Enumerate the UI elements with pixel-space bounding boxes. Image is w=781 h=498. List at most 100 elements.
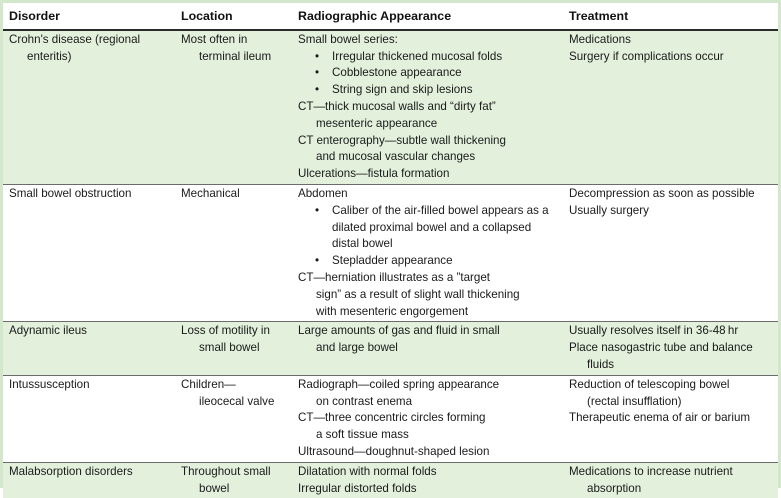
header-row: Disorder Location Radiographic Appearanc… bbox=[3, 3, 778, 31]
appearance-bullet-text: String sign and skip lesions bbox=[332, 83, 473, 97]
location-cell: Loss of motility in small bowel bbox=[175, 321, 292, 376]
location-text-line: terminal ileum bbox=[199, 49, 272, 63]
treatment-cell: Reduction of telescoping bowel (rectal in… bbox=[563, 375, 778, 463]
treatment-item: Therapeutic enema of air or barium bbox=[569, 410, 772, 427]
appearance-intro: Abdomen bbox=[298, 186, 348, 200]
disorder-cell: Crohn's disease (regional enteritis) bbox=[3, 29, 175, 185]
appearance-cell: Large amounts of gas and fluid in small a… bbox=[292, 321, 563, 376]
treatment-item-line: absorption bbox=[587, 481, 642, 495]
treatment-item: Medications to increase nutrient absorpti… bbox=[569, 464, 772, 498]
treatment-item-line: Reduction of telescoping bowel bbox=[569, 377, 730, 391]
location-text: Most often in terminal ileum bbox=[181, 32, 286, 66]
appearance-item-line: Ultrasound—doughnut-shaped lesion bbox=[298, 444, 490, 458]
location-cell: Children— ileocecal valve bbox=[175, 375, 292, 463]
table-body: Crohn's disease (regional enteritis) Most… bbox=[3, 29, 778, 498]
treatment-item-line: (rectal insufflation) bbox=[587, 394, 682, 408]
disorder-name: Malabsorption disorders bbox=[9, 464, 133, 478]
treatment-item-line: Decompression as soon as possible bbox=[569, 186, 755, 200]
disorder-name: Intussusception bbox=[9, 377, 90, 391]
location-cell: Mechanical bbox=[175, 184, 292, 323]
location-cell: Throughout small bowel bbox=[175, 462, 292, 498]
location-text-line: Most often in bbox=[181, 32, 248, 46]
treatment-item: Surgery if complications occur bbox=[569, 49, 772, 66]
location-text-line: Mechanical bbox=[181, 186, 240, 200]
location-text-line: Loss of motility in bbox=[181, 324, 270, 338]
location-text-line: ileocecal valve bbox=[199, 394, 275, 408]
appearance-cell: Radiograph—coiled spring appearance on co… bbox=[292, 375, 563, 463]
treatment-item-line: Therapeutic enema of air or barium bbox=[569, 411, 751, 425]
appearance-cell: Abdomen • Caliber of the air-filled bowel … bbox=[292, 184, 563, 323]
disorder-cell: Adynamic ileus bbox=[3, 321, 175, 376]
table-row: Small bowel obstruction Mechanical Abdomen… bbox=[3, 184, 778, 323]
location-text-line: Throughout small bbox=[181, 464, 271, 478]
appearance-item-line: Irregular distorted folds bbox=[298, 481, 417, 495]
disorder-cell: Malabsorption disorders bbox=[3, 462, 175, 498]
appearance-intro: Small bowel series: bbox=[298, 32, 398, 46]
treatment-item-line: Usually resolves itself in 36-48 hr bbox=[569, 324, 739, 338]
bullet-icon: • bbox=[315, 66, 320, 80]
appearance-bullet: • Cobblestone appearance bbox=[298, 65, 557, 82]
bullet-icon: • bbox=[315, 49, 320, 63]
table-row: Intussusception Children— ileocecal valve R… bbox=[3, 375, 778, 463]
treatment-item: Medications bbox=[569, 32, 772, 49]
appearance-bullet-text: Caliber of the air-filled bowel appears … bbox=[332, 203, 549, 251]
location-text-line: small bowel bbox=[199, 341, 260, 355]
appearance-item-line: and large bowel bbox=[316, 341, 398, 355]
appearance-item-line: Large amounts of gas and fluid in small bbox=[298, 324, 500, 338]
appearance-item: Large amounts of gas and fluid in small a… bbox=[298, 323, 557, 357]
location-text: Loss of motility in small bowel bbox=[181, 323, 286, 357]
location-text-line: bowel bbox=[199, 481, 230, 495]
treatment-cell: Usually resolves itself in 36-48 hr Place… bbox=[563, 321, 778, 376]
treatment-item: Usually resolves itself in 36-48 hr bbox=[569, 323, 772, 340]
appearance-bullet-text: Cobblestone appearance bbox=[332, 66, 462, 80]
appearance-cell: Small bowel series:•Irregular thickened … bbox=[292, 29, 563, 185]
appearance-item: CT—thick mucosal walls and “dirty fat” me… bbox=[298, 99, 557, 133]
header-disorder: Disorder bbox=[3, 3, 175, 31]
appearance-item: Radiograph—coiled spring appearance on co… bbox=[298, 377, 557, 411]
header-location: Location bbox=[175, 3, 292, 31]
table-row: Adynamic ileus Loss of motility in small b… bbox=[3, 321, 778, 376]
treatment-item-line: Usually surgery bbox=[569, 203, 649, 217]
appearance-item-line: CT—thick mucosal walls and “dirty fat” bbox=[298, 99, 496, 113]
appearance-item: Irregular distorted folds bbox=[298, 481, 557, 498]
treatment-item-line: Surgery if complications occur bbox=[569, 49, 724, 63]
appearance-bullet-text: Stepladder appearance bbox=[332, 254, 453, 268]
appearance-item-line: CT enterography—subtle wall thickening bbox=[298, 133, 506, 147]
table-row: Crohn's disease (regional enteritis) Most… bbox=[3, 29, 778, 185]
bullet-icon: • bbox=[315, 83, 320, 97]
disorder-cell: Small bowel obstruction bbox=[3, 184, 175, 323]
appearance-item-line: Dilatation with normal folds bbox=[298, 464, 437, 478]
appearance-item-line: mesenteric appearance bbox=[316, 116, 438, 130]
bullet-icon: • bbox=[315, 203, 320, 217]
header-radiographic-appearance: Radiographic Appearance bbox=[292, 3, 563, 31]
location-cell: Most often in terminal ileum bbox=[175, 29, 292, 185]
disorder-name: Small bowel obstruction bbox=[9, 186, 132, 200]
treatment-item: Place nasogastric tube and balance fluids bbox=[569, 340, 772, 374]
appearance-item-line: Radiograph—coiled spring appearance bbox=[298, 377, 500, 391]
disorders-table: Disorder Location Radiographic Appearanc… bbox=[3, 3, 778, 498]
appearance-item-line: a soft tissue mass bbox=[316, 428, 409, 442]
appearance-item-line: sign” as a result of slight wall thicken… bbox=[316, 287, 520, 301]
treatment-item: Decompression as soon as possible bbox=[569, 186, 772, 203]
appearance-item-line: CT—three concentric circles forming bbox=[298, 411, 486, 425]
bullet-icon: • bbox=[315, 254, 320, 268]
location-text: Children— ileocecal valve bbox=[181, 377, 286, 411]
appearance-item: Ulcerations—fistula formation bbox=[298, 166, 557, 183]
treatment-item-line: fluids bbox=[587, 357, 615, 371]
appearance-bullet: • Stepladder appearance bbox=[298, 253, 557, 270]
appearance-item-line: Ulcerations—fistula formation bbox=[298, 167, 450, 181]
location-text-line: Children— bbox=[181, 377, 236, 391]
disorder-name: Crohn's disease (regional enteritis) bbox=[9, 32, 141, 63]
appearance-item-line: on contrast enema bbox=[316, 394, 413, 408]
treatment-item-line: Place nasogastric tube and balance bbox=[569, 341, 753, 355]
appearance-item-line: with mesenteric engorgement bbox=[316, 304, 469, 318]
header-treatment: Treatment bbox=[563, 3, 778, 31]
treatment-item-line: Medications to increase nutrient bbox=[569, 464, 733, 478]
treatment-item: Usually surgery bbox=[569, 203, 772, 220]
appearance-item: Dilatation with normal folds bbox=[298, 464, 557, 481]
